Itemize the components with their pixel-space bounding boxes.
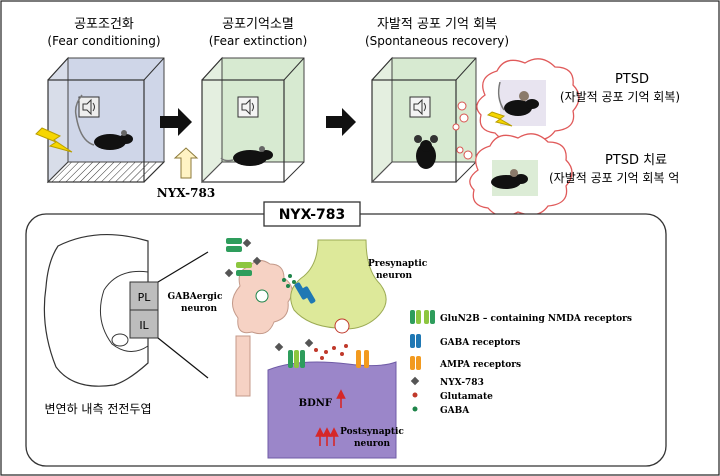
legend-gaba-icon: [412, 406, 418, 412]
ptsd-cloud: [476, 58, 580, 142]
drug-label: NYX-783: [157, 186, 215, 200]
speaker-icon: [409, 96, 431, 118]
triple-up-arrow-icon: [315, 427, 339, 446]
zoom-line: [157, 337, 209, 379]
zoom-line: [157, 251, 209, 283]
panel-title-box: [263, 201, 361, 227]
panel-title: NYX-783: [279, 207, 346, 223]
brain-region-pl: PL: [138, 291, 152, 304]
mouse-icon: [220, 146, 273, 166]
extinction-box: [201, 56, 305, 184]
brain-region-il: IL: [139, 319, 149, 332]
outcome-2-title: PTSD 치료: [605, 153, 667, 168]
presynaptic-label-2: neuron: [376, 271, 413, 281]
stage-3-title-en: (Spontaneous recovery): [365, 34, 509, 48]
gaba-receptor-presyn: [294, 282, 316, 304]
speaker-icon: [78, 96, 100, 118]
stage-titles: 공포조건화 (Fear conditioning) 공포기억소멸 (Fear e…: [47, 17, 509, 48]
postsynaptic-label-2: neuron: [354, 439, 391, 449]
legend-label: GABA receptors: [440, 338, 520, 348]
presynaptic-label-1: Presynaptic: [368, 259, 428, 269]
legend-drug-diamond-icon: [410, 376, 420, 386]
stage-2-title-ko: 공포기억소멸: [222, 17, 294, 32]
legend: GluN2B – containing NMDA receptors GABA …: [410, 310, 632, 416]
stage-1-title-en: (Fear conditioning): [47, 34, 160, 48]
outcome-2-subtitle: (자발적 공포 기억 회복 억: [549, 171, 679, 185]
legend-gaba-receptor-icon: [410, 334, 421, 348]
postsynaptic-receptors: [274, 338, 369, 368]
stage-1-title-ko: 공포조건화: [74, 17, 134, 32]
gaba-dots: [282, 274, 296, 288]
postsynaptic-label-1: Postsynaptic: [340, 427, 404, 437]
treatment-cloud: [469, 133, 573, 217]
bdnf-label: BDNF: [299, 398, 332, 409]
conditioning-box: [35, 56, 166, 184]
glutamate-dots: [314, 344, 348, 360]
mouse-icon: [74, 94, 133, 150]
drug-arrow-up-icon: [173, 147, 199, 179]
brain-section: [43, 234, 159, 387]
legend-ampa-receptor-icon: [410, 356, 421, 370]
gaba-neuron-label-1: GABAergic: [168, 292, 223, 302]
thought-bubbles: [452, 101, 473, 160]
arrow-right-icon: [326, 108, 356, 136]
nmda-receptor-cluster: [224, 238, 262, 278]
stage-3-title-ko: 자발적 공포 기억 회복: [377, 17, 497, 32]
gaba-neuron-label-2: neuron: [181, 304, 218, 314]
legend-label: NYX-783: [440, 378, 484, 388]
gabaergic-neuron: [232, 260, 293, 397]
legend-label: GluN2B – containing NMDA receptors: [440, 314, 632, 324]
outcome-1-title: PTSD: [615, 72, 649, 87]
legend-label: GABA: [440, 406, 470, 416]
lightning-icon: [35, 127, 73, 153]
stage-2-title-en: (Fear extinction): [209, 34, 308, 48]
frozen-mouse-icon: [414, 135, 438, 169]
brain-caption: 변연하 내측 전전두엽: [45, 402, 152, 416]
speaker-icon: [237, 96, 259, 118]
recovery-box: [371, 56, 477, 184]
legend-nmda-icon: [410, 310, 435, 324]
legend-label: AMPA receptors: [439, 360, 521, 370]
outcome-1-subtitle: (자발적 공포 기억 회복): [560, 90, 680, 104]
legend-glutamate-icon: [412, 392, 418, 398]
legend-label: Glutamate: [440, 392, 493, 402]
arrow-right-icon: [160, 108, 192, 136]
presynaptic-neuron: [290, 239, 387, 334]
